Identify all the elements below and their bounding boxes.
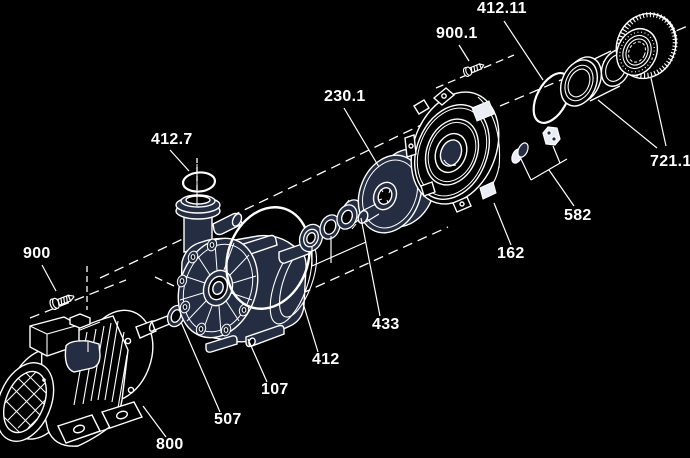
o-ring-412-drawing — [225, 206, 311, 310]
bracket-bolt-bosses — [176, 238, 250, 337]
part-label-433: 433 — [372, 316, 400, 333]
part-label-230-1: 230.1 — [324, 88, 366, 105]
seal-433-drawing — [298, 199, 363, 253]
part-label-582: 582 — [564, 207, 592, 224]
leader-lines — [41, 20, 667, 438]
screw-900-1-drawing — [462, 63, 485, 77]
plug-582-drawing — [511, 126, 561, 164]
motor-800-drawing — [0, 309, 175, 447]
impeller-230-1-drawing — [357, 148, 437, 234]
part-label-162: 162 — [497, 245, 525, 262]
housing-162-drawing — [404, 87, 501, 213]
part-label-107: 107 — [261, 381, 289, 398]
part-label-412-11: 412.11 — [477, 0, 527, 17]
part-label-900-1: 900.1 — [436, 25, 478, 42]
bracket-107-drawing — [175, 164, 318, 353]
part-label-412: 412 — [312, 351, 340, 368]
part-label-507: 507 — [214, 411, 242, 428]
part-label-412-7: 412.7 — [151, 131, 193, 148]
union-721-1-drawing — [559, 12, 678, 107]
part-label-721-1: 721.1 — [650, 153, 690, 170]
screw-900-drawing — [49, 294, 75, 311]
part-label-900: 900 — [23, 245, 51, 262]
part-label-800: 800 — [156, 436, 184, 453]
o-ring-412-7 — [181, 171, 217, 193]
knurl-texture — [617, 12, 678, 78]
